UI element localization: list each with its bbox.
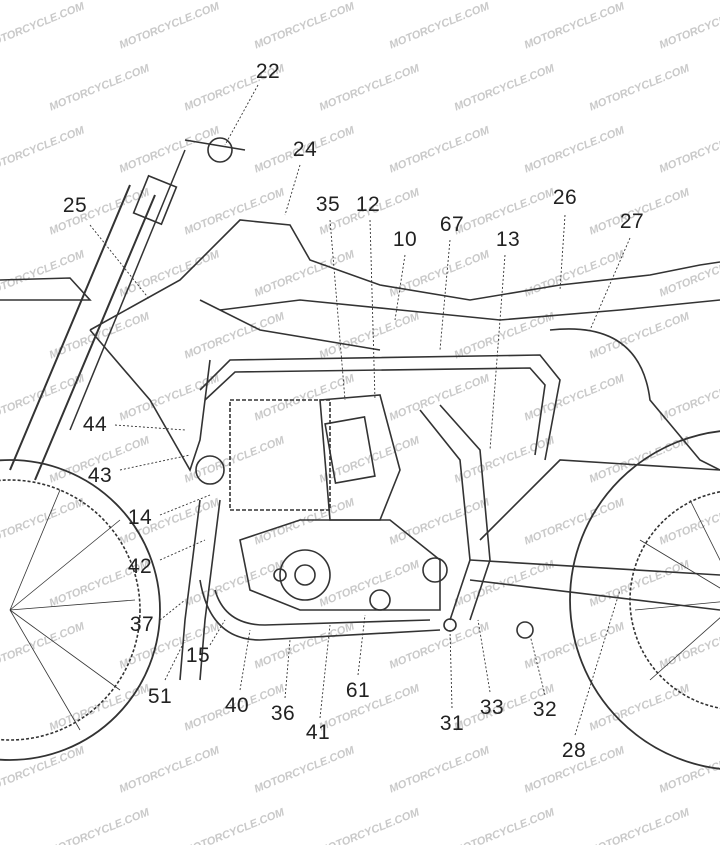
ref-label: 43 [87, 464, 113, 487]
exhaust-pipe [179, 455, 225, 681]
ref-label: 33 [479, 696, 505, 719]
ref-label: 61 [345, 679, 371, 702]
ref-label: 26 [552, 186, 578, 209]
ref-label: 40 [224, 694, 250, 717]
bodywork [89, 219, 720, 472]
ref-label: 32 [532, 698, 558, 721]
ref-label: 67 [439, 213, 465, 236]
front-wheel [0, 459, 161, 761]
leader-lines [89, 84, 631, 736]
ref-label: 28 [561, 739, 587, 762]
ref-label: 24 [292, 138, 318, 161]
ref-label: 22 [255, 60, 281, 83]
ref-label: 44 [82, 413, 108, 436]
ref-label: 31 [439, 712, 465, 735]
ref-label: 42 [127, 555, 153, 578]
ref-label: 12 [355, 193, 381, 216]
ref-label: 13 [495, 228, 521, 251]
ref-label: 37 [129, 613, 155, 636]
ref-label: 36 [270, 702, 296, 725]
engine [229, 394, 534, 639]
rear-wheel [569, 430, 720, 770]
ref-label: 41 [305, 721, 331, 744]
ref-label: 15 [185, 644, 211, 667]
ref-label: 25 [62, 194, 88, 217]
frame [199, 354, 720, 641]
ref-label: 51 [147, 685, 173, 708]
ref-label: 14 [127, 506, 153, 529]
front-fork [0, 137, 246, 481]
ref-label: 27 [619, 210, 645, 233]
ref-label: 35 [315, 193, 341, 216]
ref-label: 10 [392, 228, 418, 251]
